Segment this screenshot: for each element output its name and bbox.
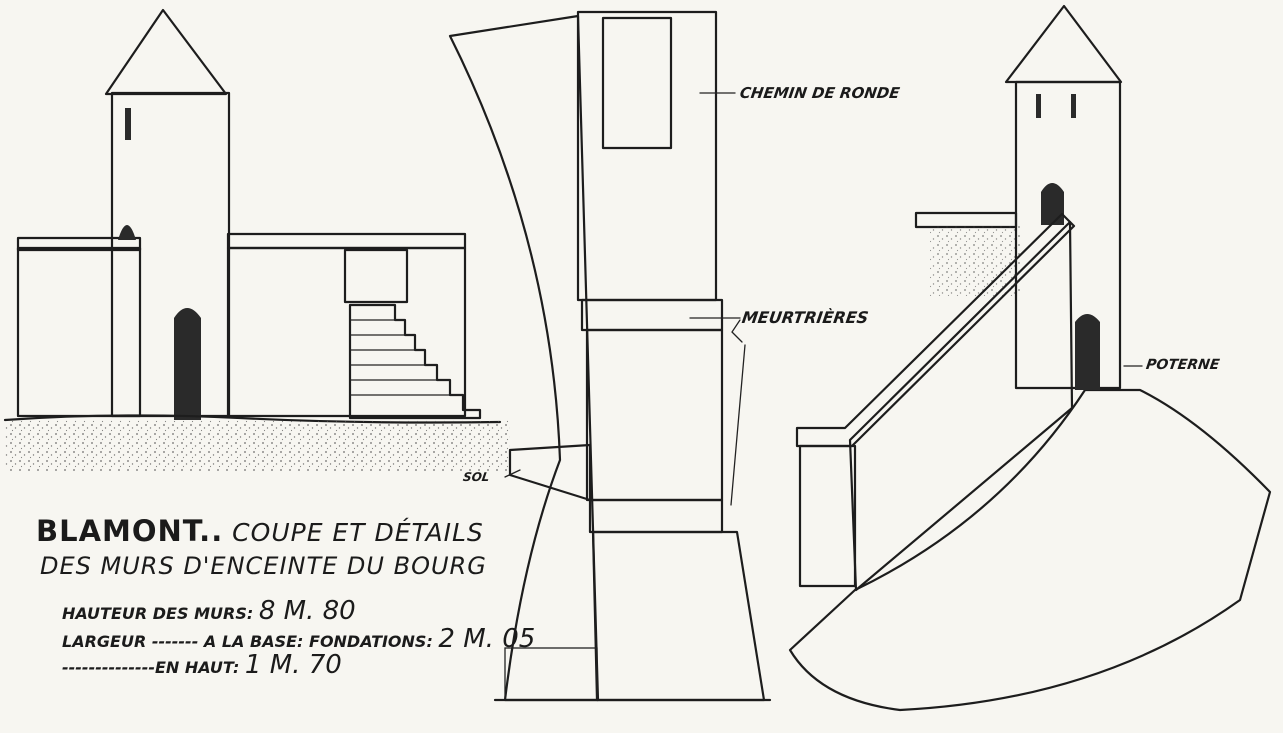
label-poterne: POTERNE bbox=[1144, 357, 1221, 373]
slope-ground bbox=[788, 388, 1272, 712]
poterne-door bbox=[1075, 314, 1100, 390]
dim-hauteur: HAUTEUR DES MURS: 8 M. 80 bbox=[62, 596, 356, 626]
tower-roof bbox=[104, 8, 228, 96]
sol-level bbox=[508, 443, 592, 502]
label-meurtrieres: MEURTRIÈRES bbox=[740, 308, 870, 327]
dim-haut-dashes: -------------- bbox=[62, 658, 155, 677]
wall-cross-section bbox=[448, 10, 772, 702]
section-middle-masonry bbox=[585, 328, 724, 502]
right-tower-roof bbox=[1004, 4, 1123, 84]
diagram-title: BLAMONT.. COUPE ET DÉTAILS bbox=[36, 514, 484, 548]
dim-haut-label: EN HAUT: bbox=[154, 658, 240, 677]
right-wall-segment bbox=[226, 246, 467, 418]
section-outer-face bbox=[448, 14, 600, 702]
dim-hauteur-value: 8 M. 80 bbox=[258, 596, 356, 626]
ground-hatch bbox=[504, 647, 598, 701]
ground bbox=[5, 420, 510, 472]
dim-haut-value: 1 M. 70 bbox=[244, 650, 342, 680]
dim-base-value: 2 M. 05 bbox=[438, 624, 536, 654]
left-tower bbox=[104, 8, 231, 420]
right-tower-view bbox=[788, 4, 1272, 712]
dim-base-label: A LA BASE: FONDATIONS: bbox=[203, 632, 433, 651]
stairs bbox=[348, 303, 482, 420]
tower-door bbox=[174, 308, 201, 420]
title-line2: DES MURS D'ENCEINTE DU BOURG bbox=[40, 552, 487, 580]
dim-largeur: LARGEUR ------- A LA BASE: FONDATIONS: 2… bbox=[62, 624, 535, 654]
left-wall-view bbox=[3, 8, 510, 472]
chemin-de-ronde-recess bbox=[601, 16, 673, 150]
title-main-sub: COUPE ET DÉTAILS bbox=[223, 518, 484, 547]
dim-largeur-label: LARGEUR bbox=[62, 632, 147, 651]
dim-hauteur-label: HAUTEUR DES MURS: bbox=[62, 604, 254, 623]
label-sol: SOL bbox=[462, 470, 491, 484]
wall-walk-opening bbox=[343, 248, 409, 304]
left-wall-segment bbox=[16, 246, 142, 418]
section-foundation bbox=[591, 530, 766, 702]
section-upper-masonry bbox=[576, 10, 718, 302]
title-main: BLAMONT.. bbox=[36, 514, 224, 548]
right-tower bbox=[1004, 4, 1123, 390]
meurtriere-slot bbox=[580, 298, 724, 332]
dim-en-haut: --------------EN HAUT: 1 M. 70 bbox=[62, 650, 342, 680]
wall-coping bbox=[795, 212, 1076, 448]
dim-largeur-dashes: ------- bbox=[146, 632, 204, 651]
label-chemin-de-ronde: CHEMIN DE RONDE bbox=[738, 84, 901, 102]
